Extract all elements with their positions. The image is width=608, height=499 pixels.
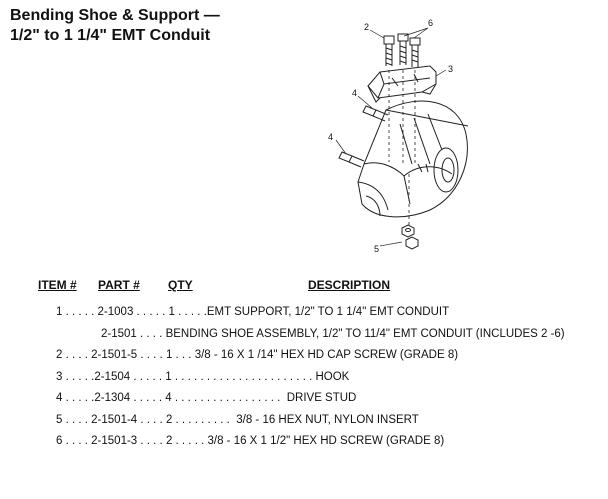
callout-4-upper: 4 [352, 88, 357, 98]
callout-5: 5 [374, 244, 379, 254]
header-description: DESCRIPTION [308, 278, 391, 292]
parts-row-assembly: 2-1501 . . . . BENDING SHOE ASSEMBLY, 1/… [101, 328, 565, 340]
emt-support-drawing [367, 65, 437, 103]
page-title: Bending Shoe & Support — 1/2" to 1 1/4" … [10, 6, 220, 46]
title-line-2: 1/2" to 1 1/4" EMT Conduit [10, 27, 211, 44]
header-part: PART # [98, 278, 140, 292]
bending-shoe-drawing-body [357, 100, 469, 218]
callout-3: 3 [448, 64, 453, 74]
bending-shoe-drawing: 2 6 3 4 4 5 [328, 18, 469, 254]
callout-4-lower: 4 [328, 132, 333, 142]
hex-nut-drawing [401, 224, 419, 250]
parts-row-2: 2 . . . . 2-1501-5 . . . . 1 . . . 3/8 -… [56, 349, 459, 361]
parts-row-6: 6 . . . . 2-1501-3 . . . . 2 . . . . . 3… [56, 435, 445, 447]
exploded-parts-diagram: 2 6 3 4 4 5 [318, 14, 518, 264]
header-qty: QTY [168, 278, 193, 292]
parts-row-5: 5 . . . . 2-1501-4 . . . . 2 . . . . . .… [56, 414, 419, 426]
callout-2: 2 [364, 22, 369, 32]
drive-stud-drawing-lower [338, 151, 365, 168]
drive-stud-drawing-upper [362, 105, 389, 122]
cap-screw-drawing [383, 35, 395, 66]
callout-6: 6 [428, 18, 433, 28]
parts-row-3: 3 . . . . .2-1504 . . . . . 1 . . . . . … [56, 371, 350, 383]
hex-screw-drawing [397, 33, 421, 67]
parts-row-4: 4 . . . . .2-1304 . . . . . 4 . . . . . … [56, 392, 357, 404]
title-line-1: Bending Shoe & Support — [10, 7, 220, 24]
parts-row-1: 1 . . . . . 2-1003 . . . . . 1 . . . . .… [56, 306, 450, 318]
header-item: ITEM # [38, 278, 77, 292]
